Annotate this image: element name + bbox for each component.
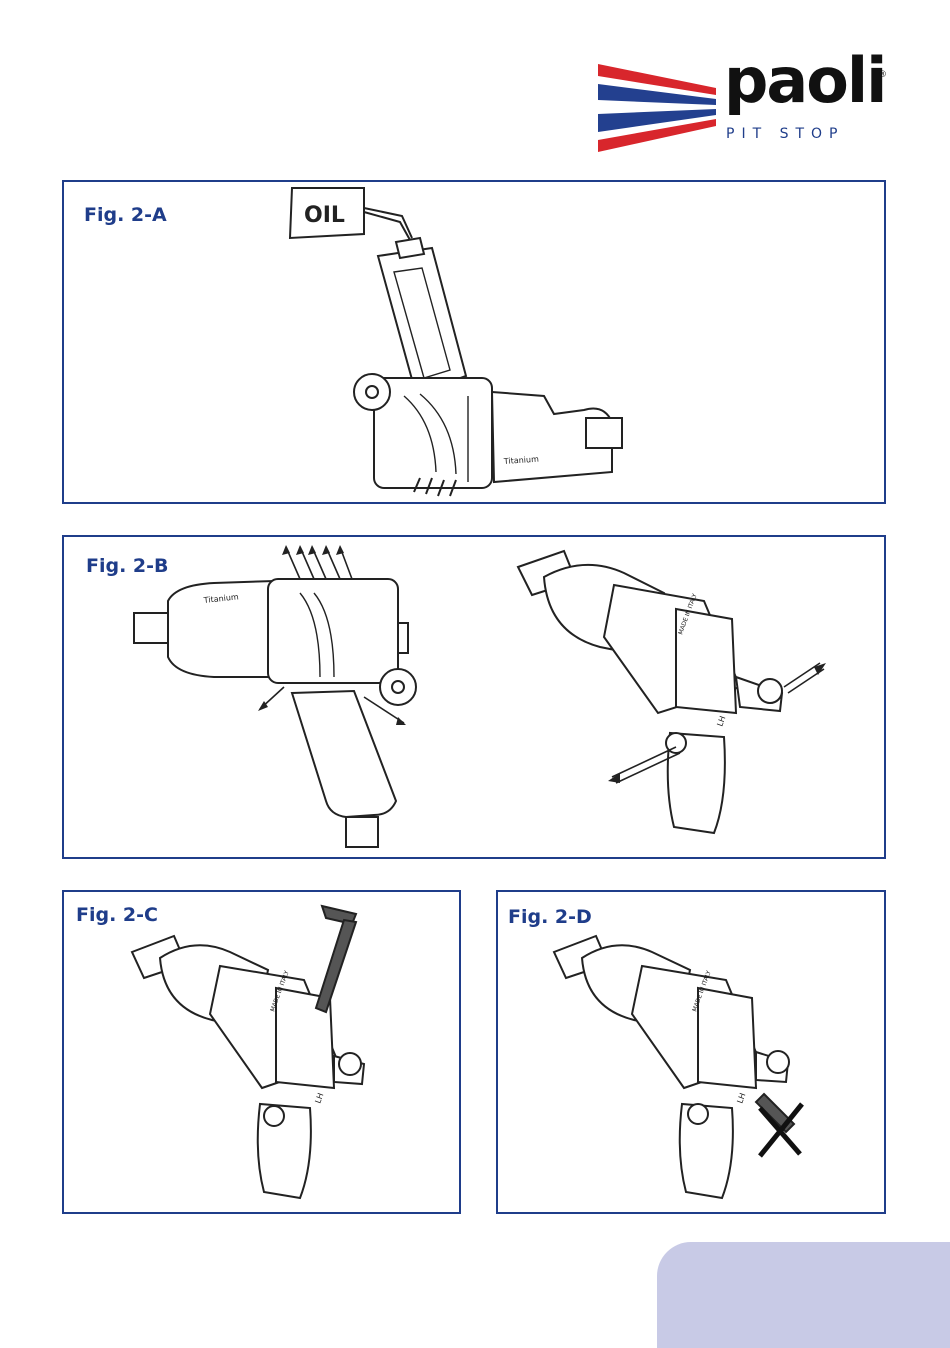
impact-wrench-oiling-illustration: OIL Titanium — [64, 182, 888, 506]
logo-subtitle: PIT STOP — [726, 126, 844, 142]
logo-registered-mark: ® — [878, 70, 887, 80]
figure-2a-panel: Fig. 2-A OIL Titanium — [62, 180, 886, 504]
paoli-logo: paoli ® PIT STOP — [596, 62, 896, 154]
figure-2b-panel: Fig. 2-B Titanium — [62, 535, 886, 859]
oil-label: OIL — [304, 203, 345, 228]
air-exhaust-illustration: Titanium — [64, 537, 888, 861]
direction-text-b: LH — [715, 715, 727, 728]
figure-2c-panel: Fig. 2-C MADE IN ITALY LH — [62, 890, 461, 1214]
direction-text-c: LH — [313, 1092, 325, 1105]
hex-key-adjustment-illustration: MADE IN ITALY LH — [64, 892, 463, 1216]
do-not-disassemble-illustration: MADE IN ITALY LH — [498, 892, 888, 1216]
page-corner-tab — [657, 1242, 950, 1348]
figure-2d-panel: Fig. 2-D MADE IN ITALY LH — [496, 890, 886, 1214]
direction-text-d: LH — [735, 1092, 747, 1105]
logo-brand: paoli — [724, 50, 885, 112]
